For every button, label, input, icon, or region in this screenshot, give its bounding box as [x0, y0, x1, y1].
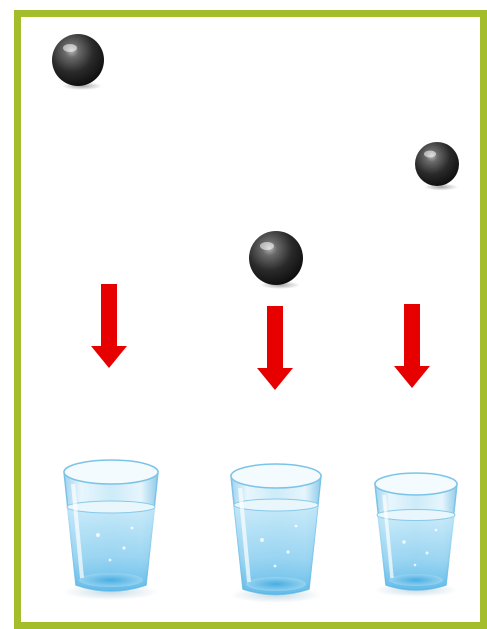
down-arrow-icon [257, 306, 293, 390]
water-glass-icon [63, 460, 159, 600]
down-arrow-icon [394, 304, 430, 388]
water-glass-icon [374, 473, 458, 597]
black-ball-icon [249, 231, 303, 289]
black-ball-icon [52, 34, 104, 90]
water-glass-icon [230, 464, 322, 603]
black-ball-icon [415, 142, 459, 191]
down-arrow-icon [91, 284, 127, 368]
